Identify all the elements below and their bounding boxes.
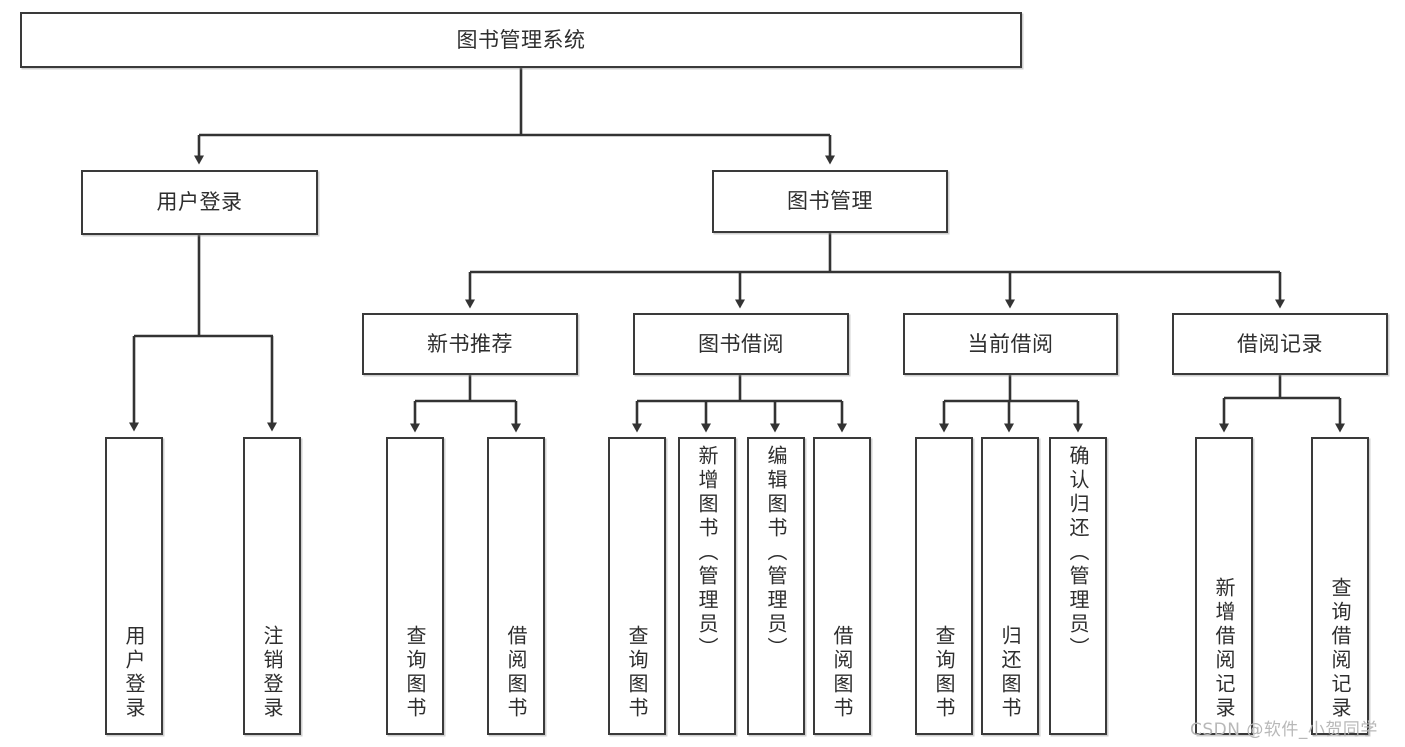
node-label: 图书借阅: [698, 331, 784, 356]
node-label: 图书管理: [787, 189, 873, 214]
node-label: 用户登录: [156, 190, 243, 215]
node-book-borrowing[interactable]: 图书借阅: [633, 313, 849, 375]
leaf-book-borrow-add-book-admin[interactable]: 新增图书（管理员）: [678, 437, 736, 735]
leaf-user-login-login[interactable]: 用户登录: [105, 437, 163, 735]
node-label: 查询图书: [403, 625, 427, 721]
node-label: 编辑图书（管理员）: [764, 445, 788, 661]
node-root-book-management-system[interactable]: 图书管理系统: [20, 12, 1022, 68]
leaf-current-borrow-return-books[interactable]: 归还图书: [981, 437, 1039, 735]
node-label: 当前借阅: [967, 331, 1054, 356]
node-label: 借阅记录: [1237, 331, 1323, 356]
node-label: 图书管理系统: [456, 27, 586, 52]
node-borrowing-records[interactable]: 借阅记录: [1172, 313, 1388, 375]
node-current-borrowing[interactable]: 当前借阅: [903, 313, 1118, 375]
leaf-records-add-borrow-record[interactable]: 新增借阅记录: [1195, 437, 1253, 735]
leaf-current-borrow-query-books[interactable]: 查询图书: [915, 437, 973, 735]
node-label: 借阅图书: [830, 625, 854, 721]
node-label: 用户登录: [122, 625, 146, 721]
node-label: 确认归还（管理员）: [1066, 445, 1090, 661]
csdn-watermark: CSDN @软件_小贺同学: [1190, 720, 1378, 740]
node-book-management[interactable]: 图书管理: [712, 170, 948, 233]
node-label: 注销登录: [260, 625, 284, 721]
leaf-user-login-logout[interactable]: 注销登录: [243, 437, 301, 735]
node-label: 新增借阅记录: [1212, 577, 1236, 721]
leaf-records-query-borrow-record[interactable]: 查询借阅记录: [1311, 437, 1369, 735]
leaf-current-borrow-confirm-return-admin[interactable]: 确认归还（管理员）: [1049, 437, 1107, 735]
node-label: 新增图书（管理员）: [695, 445, 719, 661]
node-label: 归还图书: [998, 625, 1022, 721]
node-label: 查询图书: [932, 625, 956, 721]
leaf-new-book-borrow-books[interactable]: 借阅图书: [487, 437, 545, 735]
node-label: 新书推荐: [427, 331, 513, 356]
node-user-login[interactable]: 用户登录: [81, 170, 318, 235]
leaf-new-book-query-books[interactable]: 查询图书: [386, 437, 444, 735]
node-label: 查询借阅记录: [1328, 577, 1352, 721]
node-label: 借阅图书: [504, 625, 528, 721]
node-label: 查询图书: [625, 625, 649, 721]
leaf-book-borrow-borrow-books[interactable]: 借阅图书: [813, 437, 871, 735]
leaf-book-borrow-edit-book-admin[interactable]: 编辑图书（管理员）: [747, 437, 805, 735]
leaf-book-borrow-query-books[interactable]: 查询图书: [608, 437, 666, 735]
node-new-book-recommendation[interactable]: 新书推荐: [362, 313, 578, 375]
